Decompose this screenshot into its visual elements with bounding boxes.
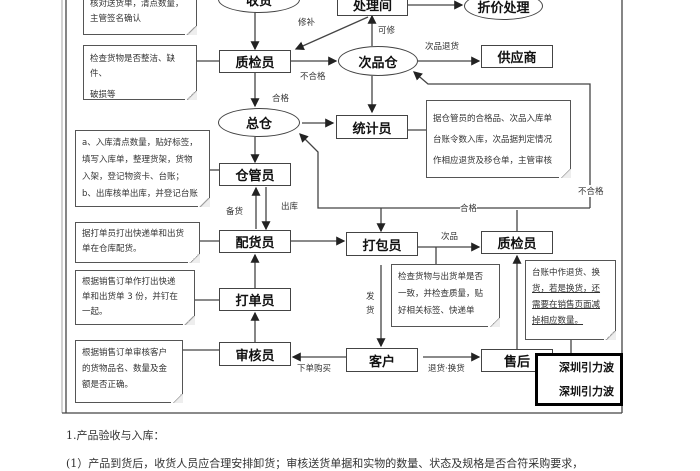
node-label: 收货 bbox=[245, 0, 272, 9]
note-line: 台账中作退货、换 bbox=[532, 268, 601, 278]
label-defect: 次品 bbox=[441, 230, 459, 242]
node-label: 折价处理 bbox=[477, 0, 530, 16]
note-line: 填写入库单，整理货架，货物 bbox=[82, 155, 193, 165]
note-line: 单和出货单 3 份，并钉在 bbox=[82, 292, 178, 302]
label-pass: 合格 bbox=[272, 92, 290, 104]
node-warehouse-keeper: 仓管员 bbox=[219, 163, 291, 186]
note-line: 据打单员打出快递单和出货 bbox=[82, 229, 185, 239]
label-return-exchange: 退货·换货 bbox=[428, 362, 465, 374]
node-processing-room: 处理间 bbox=[337, 0, 408, 16]
note-line: 破损等 bbox=[90, 90, 116, 100]
section-heading: 1.产品验收与入库： bbox=[66, 429, 165, 442]
node-inspector-1: 质检员 bbox=[219, 50, 291, 73]
note-line: 单在仓库配货。 bbox=[82, 244, 142, 254]
node-label: 配货员 bbox=[235, 236, 275, 251]
note-line: 需要在销售页面减 bbox=[532, 300, 601, 310]
node-defect-warehouse: 次品仓 bbox=[338, 46, 418, 76]
note-line: 额是否正确。 bbox=[82, 380, 134, 390]
note-line: 根据销售订单作打出快递 bbox=[82, 277, 176, 287]
node-inspector-2: 质检员 bbox=[481, 231, 553, 254]
node-label: 客户 bbox=[368, 354, 395, 370]
label-return-defect: 次品退货 bbox=[425, 40, 460, 52]
note-line: 检查货物与出货单是否 bbox=[398, 272, 484, 282]
node-label: 统计员 bbox=[352, 121, 392, 137]
note-line: 台账令数入库，次品据判定情况 bbox=[433, 135, 553, 145]
node-order-printer: 打单员 bbox=[219, 288, 291, 311]
node-label: 次品仓 bbox=[358, 55, 398, 71]
note-print: 根据销售订单作打出快递 单和出货单 3 份，并钉在 一起。 bbox=[75, 270, 195, 325]
node-label: 打单员 bbox=[235, 294, 275, 309]
watermark-line: 深圳引力波 bbox=[559, 384, 614, 398]
note-line: 好相关标签、快递单 bbox=[398, 306, 475, 316]
note-line: 掉相应数量。 bbox=[532, 316, 584, 326]
node-label: 处理间 bbox=[352, 0, 392, 14]
node-supplier: 供应商 bbox=[481, 45, 553, 68]
note-line: 一致，并检查质量，贴 bbox=[398, 289, 484, 299]
label-repairable: 可修 bbox=[378, 24, 396, 36]
node-label: 售后 bbox=[503, 355, 530, 370]
note-line: 检查货物是否整洁、缺件、 bbox=[90, 54, 176, 79]
label-fail: 不合格 bbox=[578, 185, 604, 197]
note-line: 根据销售订单审核客户 bbox=[82, 348, 168, 358]
note-stats: 据仓管员的合格品、次品入库单 台账令数入库，次品据判定情况 作相应退货及移仓单，… bbox=[426, 100, 571, 178]
node-label: 审核员 bbox=[235, 348, 275, 364]
note-receive: 核对送货单，清点数量， 主管签名确认 bbox=[83, 0, 197, 35]
node-label: 仓管员 bbox=[235, 169, 275, 184]
node-label: 质检员 bbox=[497, 237, 537, 252]
label-repair: 修补 bbox=[298, 16, 316, 28]
note-line: 作相应退货及移仓单，主管审核 bbox=[433, 156, 553, 166]
node-label: 质检员 bbox=[235, 56, 275, 71]
note-line: 核对送货单，清点数量， bbox=[90, 0, 184, 9]
note-after-sales: 台账中作退货、换 货，若是换货，还 需要在销售页面减 掉相应数量。 bbox=[525, 260, 616, 340]
label-outbound: 出库 bbox=[281, 200, 299, 212]
node-main-warehouse: 总仓 bbox=[218, 108, 300, 137]
note-line: 的货物品名、数量及金 bbox=[82, 364, 168, 374]
node-picker: 配货员 bbox=[219, 230, 291, 253]
note-pack-check: 检查货物与出货单是否 一致，并检查质量，贴 好相关标签、快递单 bbox=[391, 264, 500, 327]
node-packer: 打包员 bbox=[346, 232, 418, 256]
node-auditor: 审核员 bbox=[219, 342, 291, 366]
node-label: 总仓 bbox=[245, 117, 272, 132]
paragraph: (1）产品到货后，收货人员应合理安排卸货；审核送货单据和实物的数量、状态及规格是… bbox=[66, 457, 584, 470]
note-picking: 据打单员打出快递单和出货 单在仓库配货。 bbox=[75, 222, 200, 263]
watermark-logo: 深圳引力波 深圳引力波 bbox=[535, 353, 623, 406]
label-ship: 发货 bbox=[366, 290, 376, 318]
note-audit: 根据销售订单审核客户 的货物品名、数量及金 额是否正确。 bbox=[75, 340, 183, 403]
label-fail: 不合格 bbox=[300, 70, 326, 82]
node-label: 打包员 bbox=[362, 238, 402, 254]
node-statistician: 统计员 bbox=[336, 115, 408, 139]
note-line: 一起。 bbox=[82, 307, 108, 317]
note-line: 入架，登记物资卡、台账； bbox=[82, 172, 185, 182]
note-line: 货，若是换货，还 bbox=[532, 284, 601, 294]
note-line: b、出库核单出库，并登记台账 bbox=[82, 189, 198, 199]
watermark-line: 深圳引力波 bbox=[559, 360, 614, 374]
note-line: a、入库清点数量，贴好标签， bbox=[82, 138, 198, 148]
note-line: 据仓管员的合格品、次品入库单 bbox=[433, 114, 553, 124]
note-inspect: 检查货物是否整洁、缺件、 破损等 bbox=[83, 45, 197, 100]
node-customer: 客户 bbox=[346, 348, 418, 372]
note-line: 主管签名确认 bbox=[90, 14, 142, 24]
label-pass: 合格 bbox=[460, 202, 478, 214]
note-warehouse-keeper: a、入库清点数量，贴好标签， 填写入库单，整理货架，货物 入架，登记物资卡、台账… bbox=[75, 130, 210, 207]
node-label: 供应商 bbox=[497, 51, 537, 66]
label-stock-prep: 备货 bbox=[226, 205, 244, 217]
label-order: 下单购买 bbox=[297, 362, 332, 374]
